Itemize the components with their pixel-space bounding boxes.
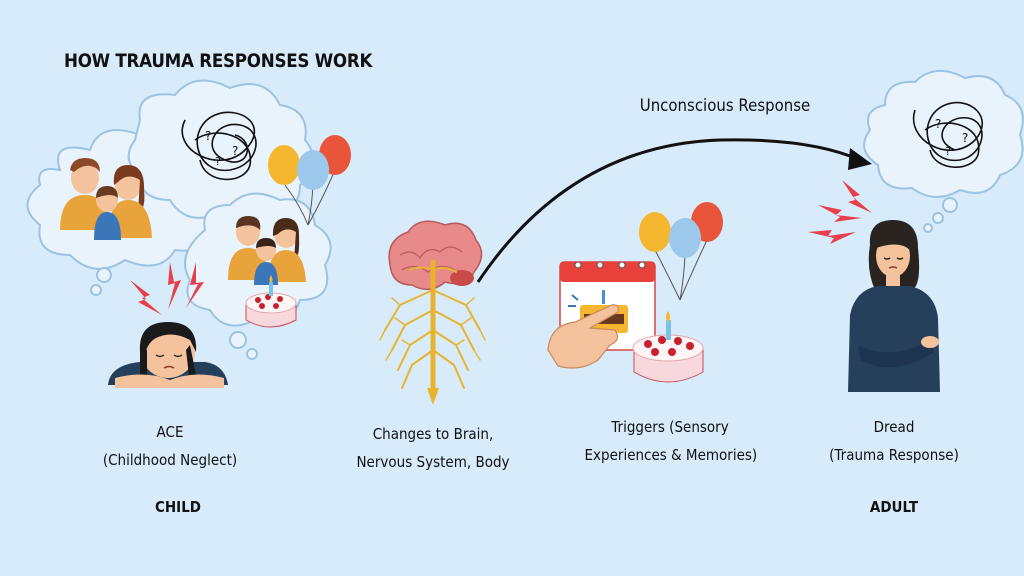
- lightning-icon: [130, 262, 204, 315]
- stage-dread-subtitle: (Trauma Response): [829, 446, 959, 464]
- svg-text:?: ?: [205, 129, 211, 143]
- arrow-label: Unconscious Response: [639, 96, 811, 116]
- stage-triggers-line2: Experiences & Memories): [584, 446, 758, 464]
- role-adult-label: ADULT: [869, 498, 919, 516]
- family-icon: [228, 216, 306, 285]
- scribble-confusion-icon: ? ? ?: [912, 101, 983, 168]
- pointing-hand-icon: [547, 304, 619, 369]
- balloons-icon: [639, 202, 723, 301]
- stage-changes-caption: Changes to Brain, Nervous System, Body: [352, 420, 514, 476]
- stage-triggers-line1: Triggers (Sensory: [611, 418, 729, 436]
- stage-dread-caption: Dread (Trauma Response): [822, 413, 966, 469]
- svg-text:?: ?: [215, 155, 221, 168]
- svg-text:?: ?: [945, 145, 951, 158]
- stage-changes-line2: Nervous System, Body: [356, 453, 510, 471]
- stage-ace-subtitle: (Childhood Neglect): [102, 451, 238, 469]
- thought-cloud-icon: [863, 70, 1024, 233]
- svg-text:?: ?: [232, 144, 238, 158]
- birthday-cake-icon: [245, 275, 297, 328]
- svg-text:?: ?: [935, 117, 941, 131]
- brain-spine-icon: [379, 220, 486, 405]
- curved-arrow-icon: [476, 138, 872, 283]
- stage-dread-title: Dread: [873, 418, 915, 436]
- calendar-icon: [559, 261, 656, 351]
- sad-woman-icon: [848, 220, 940, 392]
- stage-changes-line1: Changes to Brain,: [372, 425, 494, 443]
- stage-triggers-caption: Triggers (Sensory Experiences & Memories…: [584, 413, 758, 469]
- stage-ace-caption: ACE (Childhood Neglect): [94, 418, 247, 474]
- role-child-label: CHILD: [154, 498, 202, 516]
- sad-child-icon: [108, 322, 228, 388]
- birthday-cake-icon: [632, 311, 704, 383]
- diagram-title: HOW TRAUMA RESPONSES WORK: [64, 50, 373, 72]
- svg-text:?: ?: [962, 131, 968, 145]
- scribble-confusion-icon: ? ? ?: [181, 111, 257, 181]
- stage-ace-title: ACE: [156, 423, 184, 441]
- balloons-icon: [268, 135, 351, 226]
- lightning-icon: [808, 180, 872, 244]
- family-icon: [60, 158, 152, 240]
